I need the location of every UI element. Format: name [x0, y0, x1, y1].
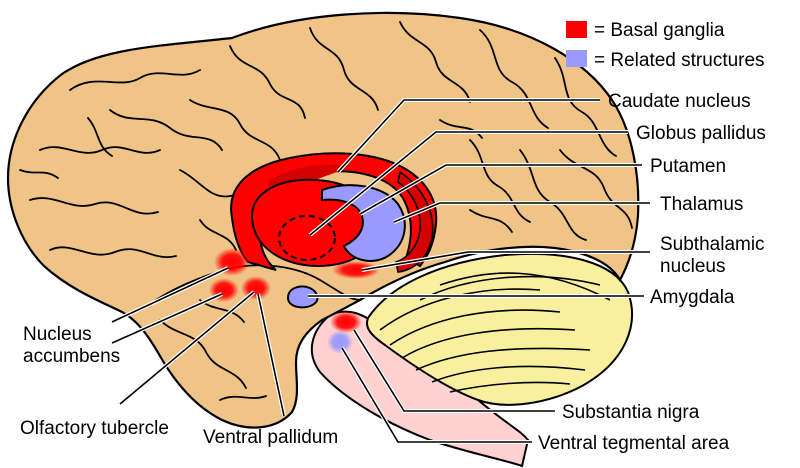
subthalamic-nucleus-blob	[332, 261, 380, 279]
ventral-tegmental-area-blob	[327, 330, 353, 354]
legend-label-basal-ganglia: = Basal ganglia	[594, 20, 725, 41]
cerebellum	[366, 252, 633, 406]
label-ventral-pallidum: Ventral pallidum	[203, 427, 338, 448]
caudate-shading	[268, 164, 350, 224]
label-subthalamic-line1: Subthalamic	[660, 234, 765, 255]
legend-swatch-basal-ganglia	[566, 21, 587, 38]
label-nucleus-accumbens-line1: Nucleus	[23, 324, 92, 345]
label-amygdala: Amygdala	[650, 287, 735, 308]
substantia-nigra-blob	[330, 311, 362, 333]
label-globus-pallidus: Globus pallidus	[636, 123, 766, 144]
leader-lines	[111, 98, 650, 444]
label-putamen: Putamen	[650, 156, 726, 177]
label-nucleus-accumbens-line2: accumbens	[23, 346, 120, 367]
label-caudate-nucleus: Caudate nucleus	[608, 91, 751, 112]
ventral-pallidum-blob	[241, 276, 271, 300]
legend-swatch-related-structures	[566, 50, 587, 67]
label-olfactory-tubercle: Olfactory tubercle	[20, 418, 169, 439]
legend-label-related-structures: = Related structures	[594, 50, 765, 71]
label-substantia-nigra: Substantia nigra	[562, 402, 700, 423]
label-thalamus: Thalamus	[660, 194, 743, 215]
globus-pallidus	[278, 215, 336, 261]
label-subthalamic-line2: nucleus	[660, 256, 726, 277]
label-ventral-tegmental-area: Ventral tegmental area	[538, 433, 730, 454]
legend: = Basal ganglia = Related structures	[566, 20, 765, 71]
